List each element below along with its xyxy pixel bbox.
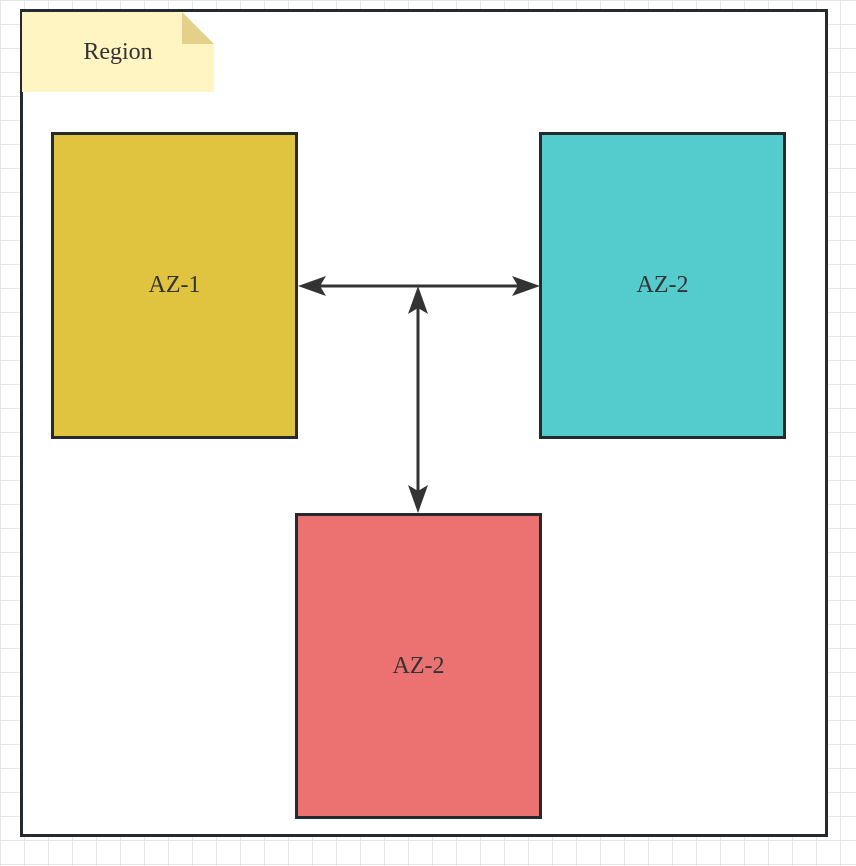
az-2-right-box[interactable]: AZ-2 bbox=[539, 132, 786, 439]
az-2-bottom-box[interactable]: AZ-2 bbox=[295, 513, 542, 819]
az-1-box[interactable]: AZ-1 bbox=[51, 132, 298, 439]
region-label: Region bbox=[83, 38, 153, 65]
